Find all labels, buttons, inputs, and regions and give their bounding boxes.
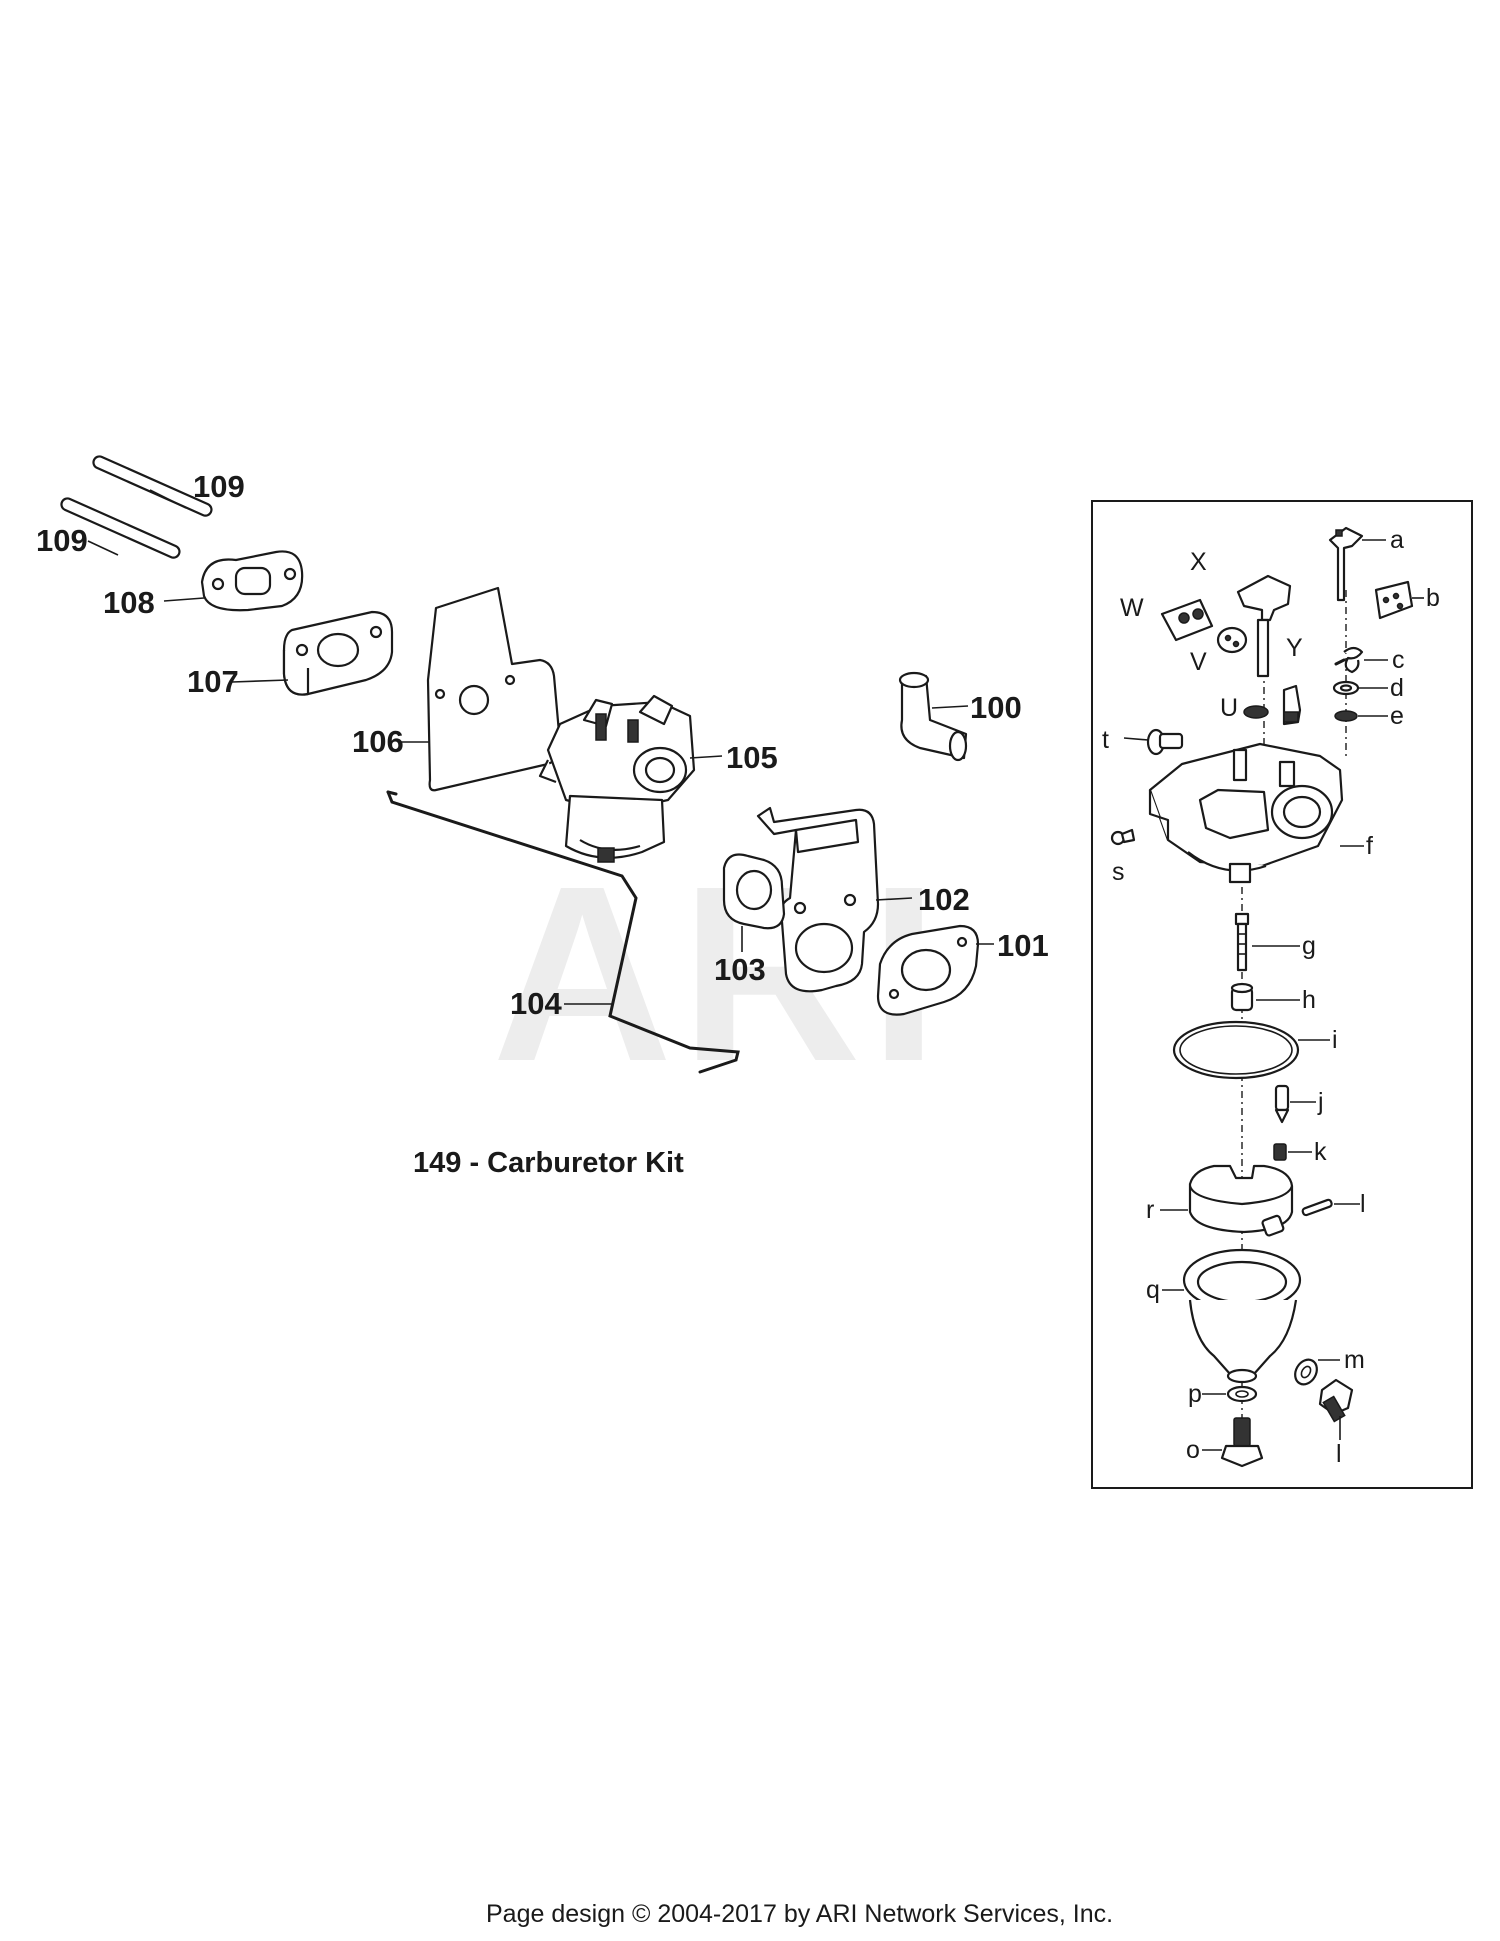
kit-part-l-screw[interactable] <box>1318 1378 1354 1423</box>
gasket-101[interactable] <box>876 924 980 1016</box>
callout-108: 108 <box>103 585 155 620</box>
governor-rod-104[interactable] <box>386 790 740 1074</box>
kit-label-c: c <box>1392 646 1405 674</box>
callout-105: 105 <box>726 740 778 775</box>
kit-part-h[interactable] <box>1230 982 1254 1012</box>
kit-label-w: W <box>1120 594 1144 622</box>
kit-part-t[interactable] <box>1146 728 1184 756</box>
kit-label-p: p <box>1188 1380 1202 1408</box>
stud-109-lower[interactable] <box>60 497 182 560</box>
kit-label-e: e <box>1390 702 1404 730</box>
kit-part-r[interactable] <box>1188 1164 1294 1237</box>
diagram-title: 149 - Carburetor Kit <box>413 1147 684 1179</box>
kit-label-i: i <box>1332 1026 1338 1054</box>
kit-part-l-pin[interactable] <box>1301 1198 1333 1217</box>
callout-109-upper: 109 <box>193 469 245 504</box>
callout-101: 101 <box>997 928 1049 963</box>
kit-label-k: k <box>1314 1138 1327 1166</box>
carburetor-105[interactable] <box>538 694 696 863</box>
kit-label-h: h <box>1302 986 1316 1014</box>
stud-109-upper[interactable] <box>92 455 214 518</box>
kit-label-a: a <box>1390 526 1404 554</box>
spacer-107[interactable] <box>282 610 394 696</box>
kit-part-u[interactable] <box>1243 705 1269 719</box>
kit-label-q: q <box>1146 1276 1160 1304</box>
kit-label-b: b <box>1426 584 1440 612</box>
kit-part-q[interactable] <box>1182 1248 1302 1384</box>
callout-104: 104 <box>510 986 562 1021</box>
kit-label-y: Y <box>1286 634 1303 662</box>
kit-label-o: o <box>1186 1436 1200 1464</box>
kit-part-y[interactable] <box>1282 684 1302 726</box>
kit-part-v[interactable] <box>1216 626 1248 654</box>
kit-part-m[interactable] <box>1291 1356 1321 1389</box>
callout-109-lower: 109 <box>36 523 88 558</box>
kit-part-s[interactable] <box>1110 828 1136 846</box>
callout-106: 106 <box>352 724 404 759</box>
callout-102: 102 <box>918 882 970 917</box>
kit-part-e[interactable] <box>1334 710 1358 722</box>
kit-label-x: X <box>1190 548 1207 576</box>
kit-part-b[interactable] <box>1374 580 1414 620</box>
kit-label-g: g <box>1302 932 1316 960</box>
kit-label-m: m <box>1344 1346 1365 1374</box>
callout-100: 100 <box>970 690 1022 725</box>
kit-label-u: U <box>1220 694 1238 722</box>
carburetor-kit-frame <box>1091 500 1473 1489</box>
kit-label-r: r <box>1146 1196 1154 1224</box>
kit-part-d[interactable] <box>1332 680 1360 696</box>
kit-part-c[interactable] <box>1334 646 1364 674</box>
kit-label-s: s <box>1112 858 1125 886</box>
kit-part-p[interactable] <box>1226 1385 1258 1403</box>
kit-part-a[interactable] <box>1328 526 1364 602</box>
kit-part-i[interactable] <box>1172 1020 1300 1080</box>
gasket-108[interactable] <box>200 550 304 612</box>
kit-part-o[interactable] <box>1220 1417 1264 1468</box>
footer-copyright: Page design © 2004-2017 by ARI Network S… <box>486 1900 1113 1928</box>
heat-shield-106[interactable] <box>426 586 562 792</box>
elbow-fitting-100[interactable] <box>898 671 968 762</box>
kit-label-f: f <box>1366 832 1373 860</box>
kit-label-j: j <box>1317 1088 1324 1116</box>
kit-label-l-upper: l <box>1360 1190 1366 1218</box>
kit-label-v: V <box>1190 648 1207 676</box>
callout-107: 107 <box>187 664 239 699</box>
kit-label-l-lower: l <box>1336 1440 1342 1468</box>
kit-part-w[interactable] <box>1160 598 1214 642</box>
gasket-103[interactable] <box>722 853 786 930</box>
kit-part-k[interactable] <box>1273 1143 1287 1161</box>
kit-label-d: d <box>1390 674 1404 702</box>
kit-part-g[interactable] <box>1234 912 1250 972</box>
kit-part-x[interactable] <box>1236 574 1292 678</box>
kit-part-j[interactable] <box>1274 1084 1290 1124</box>
kit-part-f[interactable] <box>1148 742 1344 884</box>
kit-label-t: t <box>1102 726 1109 754</box>
callout-103: 103 <box>714 952 766 987</box>
bracket-102[interactable] <box>756 806 880 993</box>
